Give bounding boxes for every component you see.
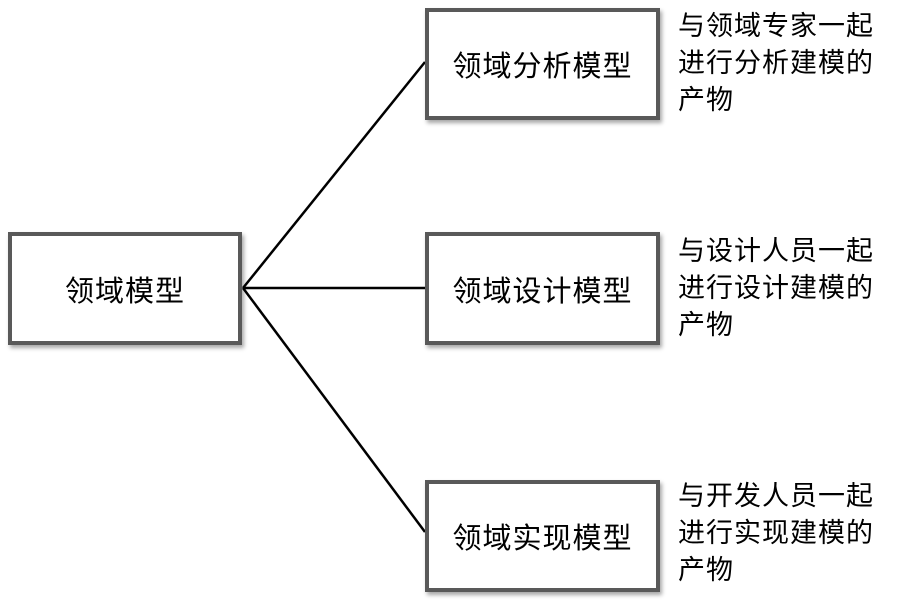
node-domain-implementation-model: 领域实现模型 <box>425 480 660 592</box>
node-domain-analysis-model: 领域分析模型 <box>425 8 660 120</box>
node-domain-analysis-model-label: 领域分析模型 <box>452 51 633 83</box>
node-domain-design-model: 领域设计模型 <box>425 232 660 345</box>
node-domain-model: 领域模型 <box>8 232 242 345</box>
node-domain-design-model-label: 领域设计模型 <box>452 275 633 308</box>
connector-root-to-implementation <box>241 287 427 533</box>
note-domain-design: 与设计人员一起 进行设计建模的 产物 <box>678 236 874 340</box>
note-domain-analysis: 与领域专家一起 进行分析建模的 产物 <box>678 11 874 115</box>
note-domain-implementation: 与开发人员一起 进行实现建模的 产物 <box>678 481 874 585</box>
node-domain-model-label: 领域模型 <box>64 275 185 308</box>
node-domain-implementation-model-label: 领域实现模型 <box>452 523 633 555</box>
connector-root-to-analysis <box>242 61 426 289</box>
